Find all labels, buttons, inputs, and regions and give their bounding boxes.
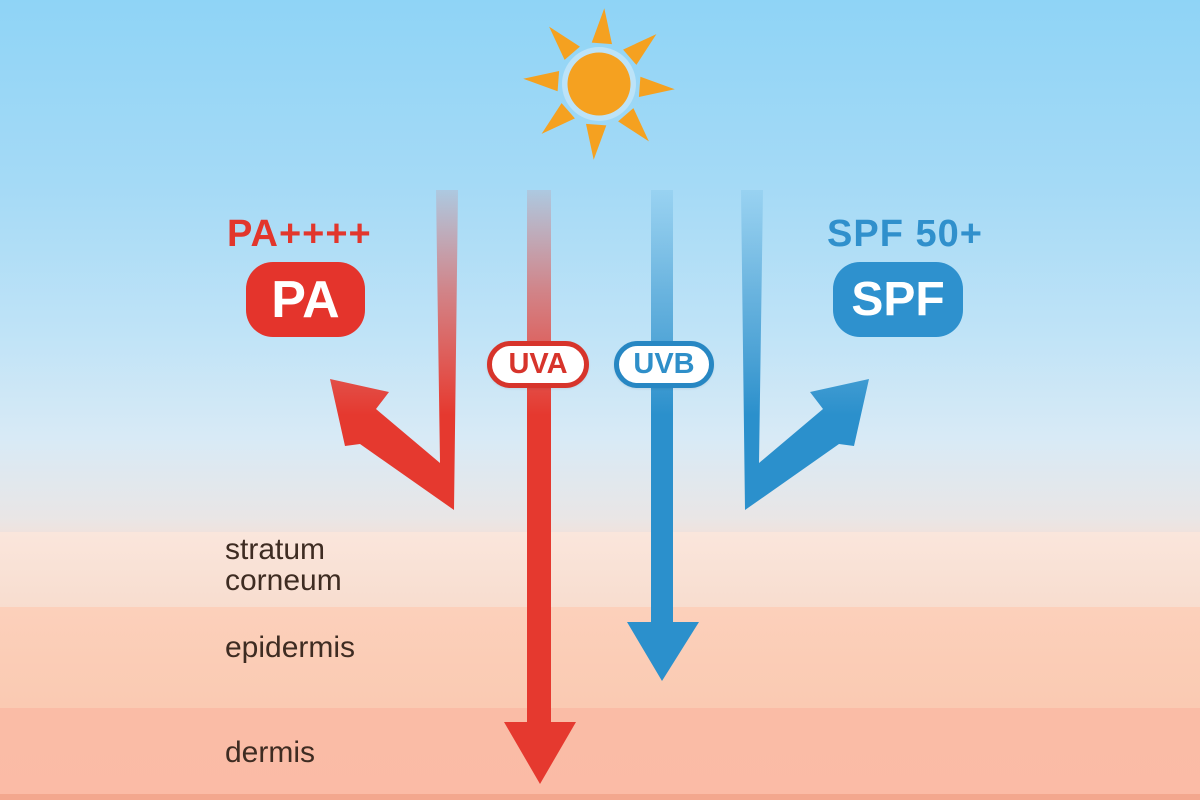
sun-icon [523, 8, 675, 160]
pa-badge: PA [246, 262, 365, 337]
spf-rating-label: SPF 50+ [827, 213, 983, 255]
skin-layer-stratum-corneum [0, 532, 1200, 607]
stratum-corneum-label: stratum corneum [225, 533, 342, 597]
skin-layer-dermis [0, 708, 1200, 800]
skin-bottom-edge [0, 794, 1200, 800]
skin-layer-epidermis [0, 607, 1200, 708]
epidermis-label: epidermis [225, 631, 356, 664]
spf-reflected-arrow [741, 190, 869, 510]
pa-badge-label: PA [271, 270, 340, 329]
uvb-arrow [627, 190, 699, 681]
uva-pill-label: UVA [508, 348, 568, 380]
uvb-pill-label: UVB [633, 348, 695, 380]
dermis-label: dermis [225, 736, 316, 769]
spf-badge: SPF [833, 262, 963, 337]
uva-arrow [504, 190, 576, 784]
uvb-pill: UVB [614, 341, 714, 388]
pa-rating-label: PA++++ [227, 213, 372, 255]
pa-reflected-arrow [330, 190, 458, 510]
spf-badge-label: SPF [851, 273, 945, 326]
uva-pill: UVA [487, 341, 589, 388]
